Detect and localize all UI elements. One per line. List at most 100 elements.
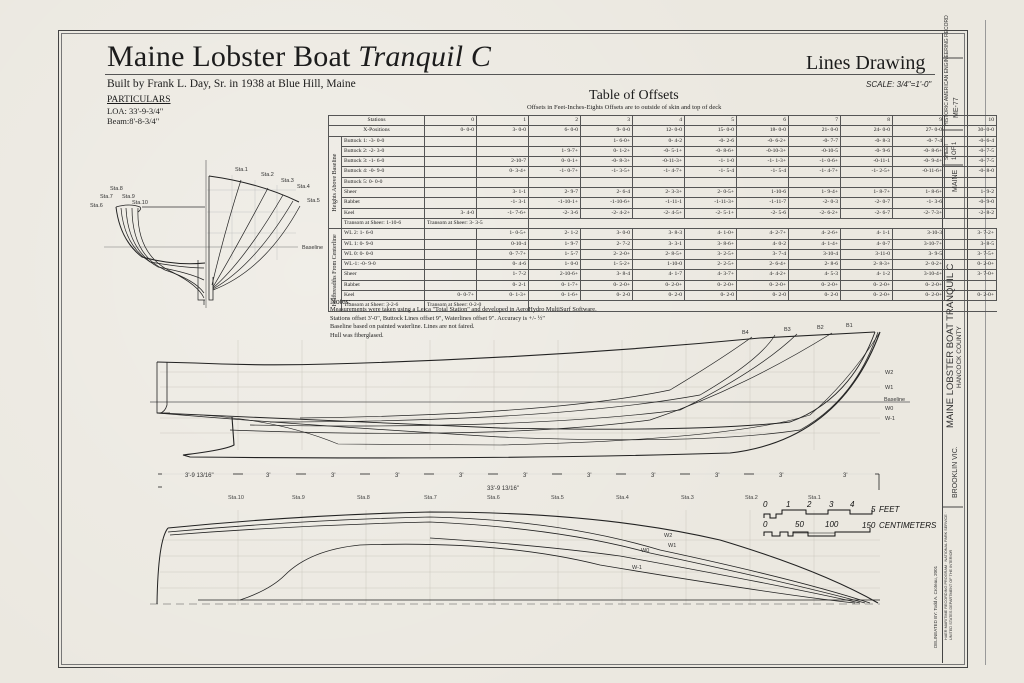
svg-text:Sta.5: Sta.5 <box>307 198 320 204</box>
svg-text:Sta.3: Sta.3 <box>281 178 294 184</box>
svg-text:50: 50 <box>795 520 804 529</box>
transom-fwd: Transom at Sheer: 0-2-0 <box>424 300 529 312</box>
note-line: Hull was fiberglased. <box>330 331 384 339</box>
svg-text:Baseline: Baseline <box>302 245 323 251</box>
title-block-project: MAINE LOBSTER BOAT TRANQUIL C <box>945 263 956 428</box>
svg-text:Sta.9: Sta.9 <box>292 495 305 501</box>
svg-text:W0: W0 <box>641 548 649 554</box>
svg-text:3': 3' <box>395 473 399 479</box>
station-labels: Sta.10 Sta.9 Sta.8 Sta.7 Sta.6 Sta.5 Sta… <box>228 495 821 501</box>
notes: Notes: Measurements were taken using a L… <box>330 297 597 340</box>
drawing-type-title: Lines Drawing <box>806 52 926 74</box>
svg-text:B3: B3 <box>784 327 791 333</box>
svg-text:Sta.3: Sta.3 <box>681 495 694 501</box>
svg-text:3': 3' <box>779 473 783 479</box>
empty-cell <box>788 300 841 312</box>
margin-line <box>985 20 986 665</box>
scale-label: SCALE: 3/4"=1'-0" <box>866 80 932 89</box>
svg-text:100: 100 <box>825 520 839 529</box>
svg-text:Sta.6: Sta.6 <box>90 203 103 209</box>
title-block-delineator: DELINEATED BY: Todd A. Croteau, 2001 <box>933 565 938 648</box>
title-block-sheet: 1 OF 1 <box>952 141 958 160</box>
note-line: Measurements were taken using a Leica "T… <box>330 306 597 314</box>
svg-text:3': 3' <box>715 473 719 479</box>
svg-text:5: 5 <box>871 505 876 514</box>
svg-text:Sta.1: Sta.1 <box>235 167 248 173</box>
svg-text:W-1: W-1 <box>885 416 895 422</box>
svg-text:Sta.8: Sta.8 <box>357 495 370 501</box>
svg-text:0: 0 <box>763 500 768 509</box>
svg-text:W1: W1 <box>668 543 676 549</box>
particulars-heading: PARTICULARS <box>107 95 171 105</box>
scale-bar-labels: 0 1 2 3 4 5 FEET 0 50 100 150 CENTIMETER… <box>763 500 937 530</box>
svg-text:150: 150 <box>862 521 876 530</box>
empty-cell <box>528 300 581 312</box>
notes-heading: Notes: <box>330 297 351 306</box>
particular-beam: Beam:8'-8-3/4" <box>107 116 160 126</box>
svg-text:Sta.2: Sta.2 <box>745 495 758 501</box>
scale-bar <box>763 509 873 537</box>
svg-text:Sta.1: Sta.1 <box>808 495 821 501</box>
svg-text:Sta.2: Sta.2 <box>261 172 274 178</box>
svg-text:3': 3' <box>459 473 463 479</box>
svg-text:CENTIMETERS: CENTIMETERS <box>879 521 937 530</box>
svg-text:Sta.8: Sta.8 <box>110 186 123 192</box>
title-block-record-number: ME-77 <box>953 97 960 118</box>
title-main: Maine Lobster Boat <box>107 40 359 73</box>
svg-text:3': 3' <box>843 473 847 479</box>
note-line: Baseline based on painted waterline. Lin… <box>330 323 475 331</box>
svg-text:W-1: W-1 <box>632 565 642 571</box>
profile-labels: B4 B3 B2 B1 W2 W1 Baseline W0 W-1 <box>742 323 905 422</box>
title-boat-name: Tranquil C <box>358 40 492 73</box>
svg-text:33'-9 13/16": 33'-9 13/16" <box>487 486 519 492</box>
svg-text:Sta.7: Sta.7 <box>100 194 113 200</box>
title-block-sheet-label: SHEET <box>944 143 950 160</box>
half-breadth-plan <box>150 510 880 605</box>
svg-text:B2: B2 <box>817 325 824 331</box>
title-block-location: BROOKLIN VIC. <box>952 446 959 498</box>
half-breadth-labels: W2 W1 W0 W-1 <box>632 533 676 571</box>
title-block-agency: HAER MARITIME RECORDING PROGRAM · NATION… <box>944 511 953 640</box>
svg-text:Sta.7: Sta.7 <box>424 495 437 501</box>
svg-text:0: 0 <box>763 520 768 529</box>
title-block-strip <box>942 33 964 663</box>
builder-subtitle: Built by Frank L. Day, Sr. in 1938 at Bl… <box>107 78 356 90</box>
svg-text:Sta.4: Sta.4 <box>616 495 629 501</box>
svg-text:Baseline: Baseline <box>884 397 905 403</box>
svg-text:Sta.4: Sta.4 <box>297 184 310 190</box>
body-plan <box>104 160 301 308</box>
svg-text:1: 1 <box>786 500 790 509</box>
svg-text:4: 4 <box>850 500 855 509</box>
svg-text:3': 3' <box>331 473 335 479</box>
title-rule <box>105 74 935 75</box>
svg-text:W2: W2 <box>885 370 893 376</box>
svg-text:3': 3' <box>587 473 591 479</box>
title-block-dividers <box>942 57 963 508</box>
svg-text:W0: W0 <box>885 406 893 412</box>
profile-view <box>150 331 910 459</box>
svg-text:Sta.9: Sta.9 <box>122 194 135 200</box>
dimension-ticks <box>158 473 880 490</box>
svg-text:W1: W1 <box>885 385 893 391</box>
dimension-labels: 3'-9 13/16" 3' 3' 3' 3' 3' 3' 3' 3' 3' 3… <box>185 473 847 492</box>
sheet-inner-border <box>61 33 965 665</box>
svg-text:Sta.10: Sta.10 <box>228 495 244 501</box>
empty-cell <box>944 300 997 312</box>
svg-text:B4: B4 <box>742 330 749 336</box>
svg-text:2: 2 <box>806 500 812 509</box>
svg-text:Sta.10: Sta.10 <box>132 200 148 206</box>
svg-text:3'-9 13/16": 3'-9 13/16" <box>185 473 214 479</box>
offsets-table-subtitle: Offsets in Feet-Inches-Eights Offsets ar… <box>527 104 722 111</box>
title-block-state: MAINE <box>952 169 959 192</box>
title-block-record: HISTORIC AMERICAN ENGINEERING RECORD <box>944 15 950 126</box>
